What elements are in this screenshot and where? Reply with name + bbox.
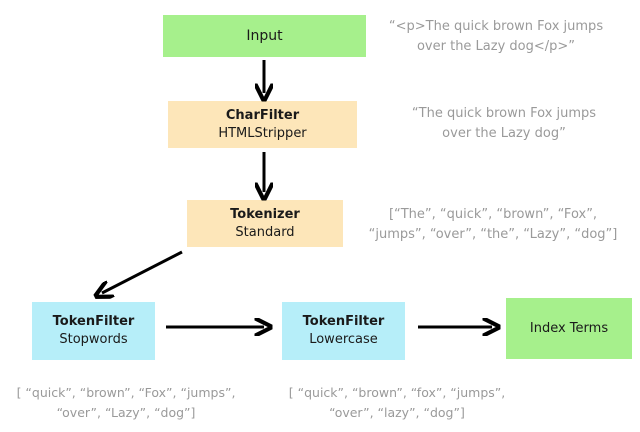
index-terms-label: Index Terms xyxy=(529,320,609,336)
charfilter-annotation-line1: “The quick brown Fox jumps xyxy=(411,106,597,121)
input-annotation-line1: “<p>The quick brown Fox jumps xyxy=(388,19,604,34)
tokenizer-annotation: [“The”, “quick”, “brown”, “Fox”, “jumps”… xyxy=(355,205,631,245)
charfilter-node: CharFilter HTMLStripper xyxy=(168,101,357,148)
tokenfilter-stopwords-subtitle: Stopwords xyxy=(59,332,128,347)
lowercase-annotation-line2: “over”, “lazy”, “dog”] xyxy=(329,405,465,420)
tokenfilter-lowercase-title: TokenFilter xyxy=(302,314,385,329)
tokenizer-title: Tokenizer xyxy=(230,206,300,222)
tokenizer-node: Tokenizer Standard xyxy=(187,200,343,247)
input-label: Input xyxy=(246,28,283,44)
tokenfilter-lowercase-subtitle: Lowercase xyxy=(309,332,378,347)
lowercase-annotation: [ “quick”, “brown”, “fox”, “jumps”, “ove… xyxy=(272,383,522,423)
tokenizer-annotation-line1: [“The”, “quick”, “brown”, “Fox”, xyxy=(388,207,598,222)
charfilter-annotation-line2: over the Lazy dog” xyxy=(442,126,566,141)
tokenfilter-stopwords-title: TokenFilter xyxy=(52,314,135,329)
tokenizer-subtitle: Standard xyxy=(235,224,295,240)
input-node: Input xyxy=(163,15,366,57)
input-annotation-line2: over the Lazy dog</p>” xyxy=(416,39,576,54)
charfilter-title: CharFilter xyxy=(225,107,300,123)
index-terms-node: Index Terms xyxy=(506,298,632,359)
arrow-tokenizer-to-stopwords xyxy=(102,250,183,293)
stopwords-annotation: [ “quick”, “brown”, “Fox”, “jumps”, “ove… xyxy=(0,383,252,423)
tokenizer-annotation-line2: “jumps”, “over”, “the”, “Lazy”, “dog”] xyxy=(368,227,618,242)
tokenfilter-lowercase-node: TokenFilter Lowercase xyxy=(282,302,405,360)
charfilter-annotation: “The quick brown Fox jumps over the Lazy… xyxy=(390,104,618,144)
stopwords-annotation-line2: “over”, “Lazy”, “dog”] xyxy=(56,405,196,420)
lowercase-annotation-line1: [ “quick”, “brown”, “fox”, “jumps”, xyxy=(288,385,506,400)
input-annotation: “<p>The quick brown Fox jumps over the L… xyxy=(382,17,610,57)
stopwords-annotation-line1: [ “quick”, “brown”, “Fox”, “jumps”, xyxy=(16,385,236,400)
charfilter-subtitle: HTMLStripper xyxy=(218,125,307,141)
tokenfilter-stopwords-node: TokenFilter Stopwords xyxy=(32,302,155,360)
